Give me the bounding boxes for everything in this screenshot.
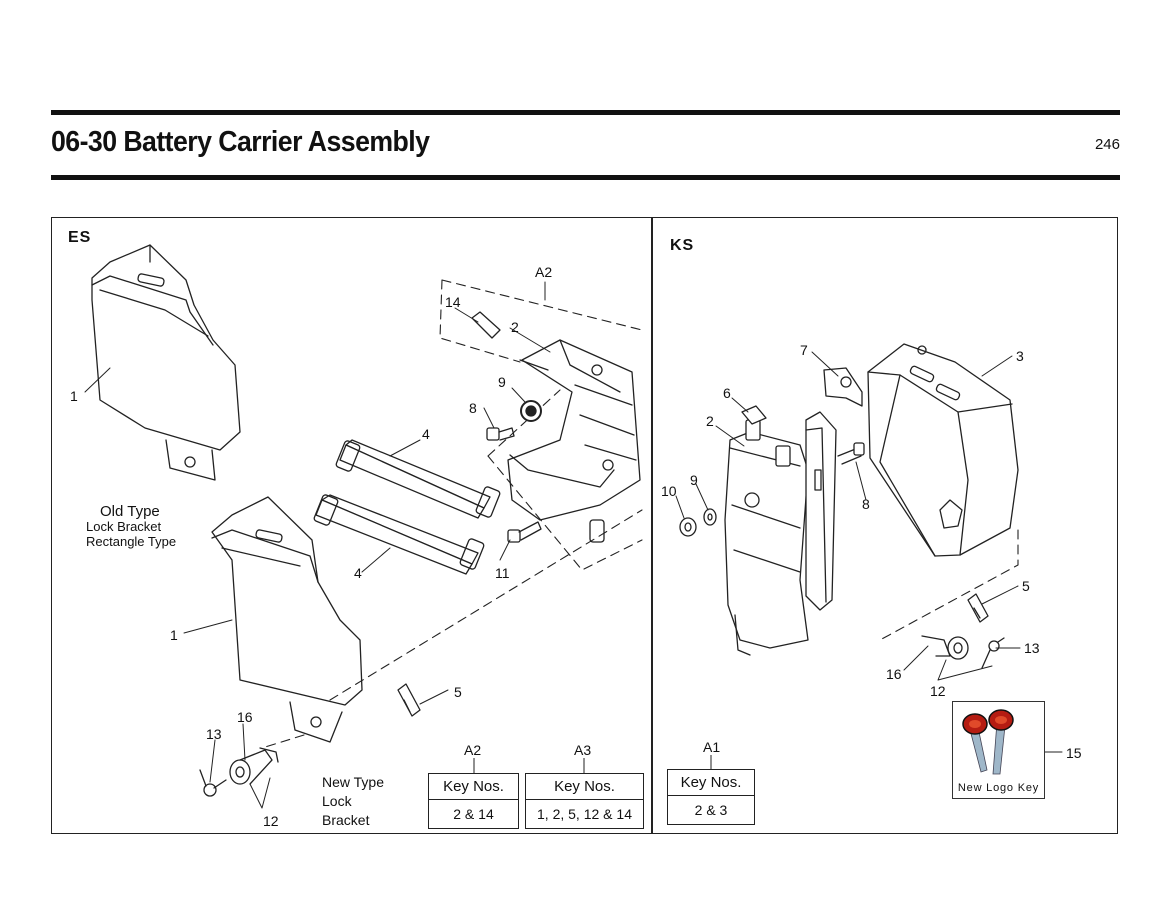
new-logo-key-caption: New Logo Key <box>957 782 1040 794</box>
es-strap-upper <box>335 439 501 519</box>
callout-ks-5: 5 <box>1022 578 1030 594</box>
note-old-type-line3: Rectangle Type <box>86 534 177 550</box>
page-number: 246 <box>1094 136 1120 153</box>
ks-mount-plate <box>724 419 809 656</box>
ks-battery-box <box>867 343 1019 557</box>
key-table-a2-header: Key Nos. <box>429 774 518 800</box>
callout-ks-6: 6 <box>723 385 731 401</box>
key-table-a2: Key Nos. 2 & 14 <box>428 773 519 829</box>
note-new-type-line1: New Type <box>322 774 384 790</box>
callout-es-2: 2 <box>511 319 519 335</box>
key-table-a3-value: 1, 2, 5, 12 & 14 <box>537 806 632 822</box>
note-old-type-line1: Old Type <box>100 503 160 520</box>
key-table-a1-value: 2 & 3 <box>694 802 728 818</box>
note-new-type-line2: Lock <box>322 792 352 809</box>
bottom-rule <box>51 175 1120 180</box>
callout-es-1-upper: 1 <box>70 388 78 404</box>
callout-es-5: 5 <box>454 684 462 700</box>
ks-key-13 <box>981 637 1005 669</box>
callout-es-4-lower: 4 <box>354 565 362 581</box>
key-table-a1-header: Key Nos. <box>668 770 754 796</box>
callout-ks-2: 2 <box>706 413 714 429</box>
ks-hinge-bar <box>805 411 837 611</box>
es-washer-9 <box>520 400 542 422</box>
callout-es-8: 8 <box>469 400 477 416</box>
section-divider <box>651 217 653 834</box>
es-carrier-old <box>91 244 241 481</box>
key-table-a3: Key Nos. 1, 2, 5, 12 & 14 <box>525 773 644 829</box>
callout-es-9: 9 <box>498 374 506 390</box>
es-bolt-11 <box>507 521 542 543</box>
callout-ks-15: 15 <box>1066 745 1082 761</box>
page-title: 06-30 Battery Carrier Assembly <box>51 126 430 158</box>
key-table-a1: Key Nos. 2 & 3 <box>667 769 755 825</box>
section-label-ks: KS <box>670 237 695 254</box>
key-table-a3-header: Key Nos. <box>526 774 643 800</box>
es-clip-5 <box>397 683 421 717</box>
table-label-a1: A1 <box>703 739 721 755</box>
key-table-a2-value: 2 & 14 <box>453 806 494 822</box>
callout-ks-7: 7 <box>800 342 808 358</box>
table-label-a3: A3 <box>574 742 592 758</box>
es-leader-lines <box>84 281 551 809</box>
note-new-type-line3: Bracket <box>322 811 370 828</box>
callout-es-14: 14 <box>445 294 461 310</box>
note-old-type-line2: Lock Bracket <box>86 519 162 535</box>
new-logo-key-box: New Logo Key <box>952 701 1045 799</box>
callout-ks-9: 9 <box>690 472 698 488</box>
note-old-type: Old Type Lock Bracket Rectangle Type <box>86 503 176 550</box>
es-strap-lower <box>313 494 485 575</box>
es-group-outline <box>261 279 643 749</box>
callout-es-4-upper: 4 <box>422 426 430 442</box>
es-key-13 <box>199 769 227 797</box>
callout-es-11: 11 <box>495 565 510 581</box>
diagram-frame <box>51 217 1118 834</box>
ks-clip-5 <box>967 593 989 623</box>
callout-es-12: 12 <box>263 813 279 829</box>
es-carrier-new <box>211 496 363 743</box>
callout-es-13: 13 <box>206 726 222 742</box>
top-rule <box>51 110 1120 115</box>
section-label-es: ES <box>68 229 92 246</box>
ks-lock-16 <box>921 635 969 660</box>
table-label-a2: A2 <box>464 742 482 758</box>
es-bolt-8 <box>486 427 515 441</box>
callout-ks-12: 12 <box>930 683 946 699</box>
callout-ks-3: 3 <box>1016 348 1024 364</box>
ks-bracket-7 <box>823 367 863 407</box>
ks-pad-6 <box>741 405 767 425</box>
callout-es-16: 16 <box>237 709 253 725</box>
ks-nut-10 <box>679 517 697 537</box>
callout-ks-13: 13 <box>1024 640 1040 656</box>
callout-ks-8: 8 <box>862 496 870 512</box>
ks-washer-9 <box>703 508 717 526</box>
note-new-type: New Type Lock Bracket <box>322 773 384 830</box>
callout-es-a2: A2 <box>535 264 553 280</box>
es-lock-16 <box>229 747 279 785</box>
ks-bolt-8 <box>837 442 865 465</box>
callout-ks-16: 16 <box>886 666 902 682</box>
es-mount-bracket <box>507 339 641 543</box>
es-part-14 <box>471 311 501 339</box>
ks-group-outline <box>879 529 1019 641</box>
callout-ks-10: 10 <box>661 483 677 499</box>
callout-es-1-lower: 1 <box>170 627 178 643</box>
logo-key-icon <box>962 709 1014 775</box>
